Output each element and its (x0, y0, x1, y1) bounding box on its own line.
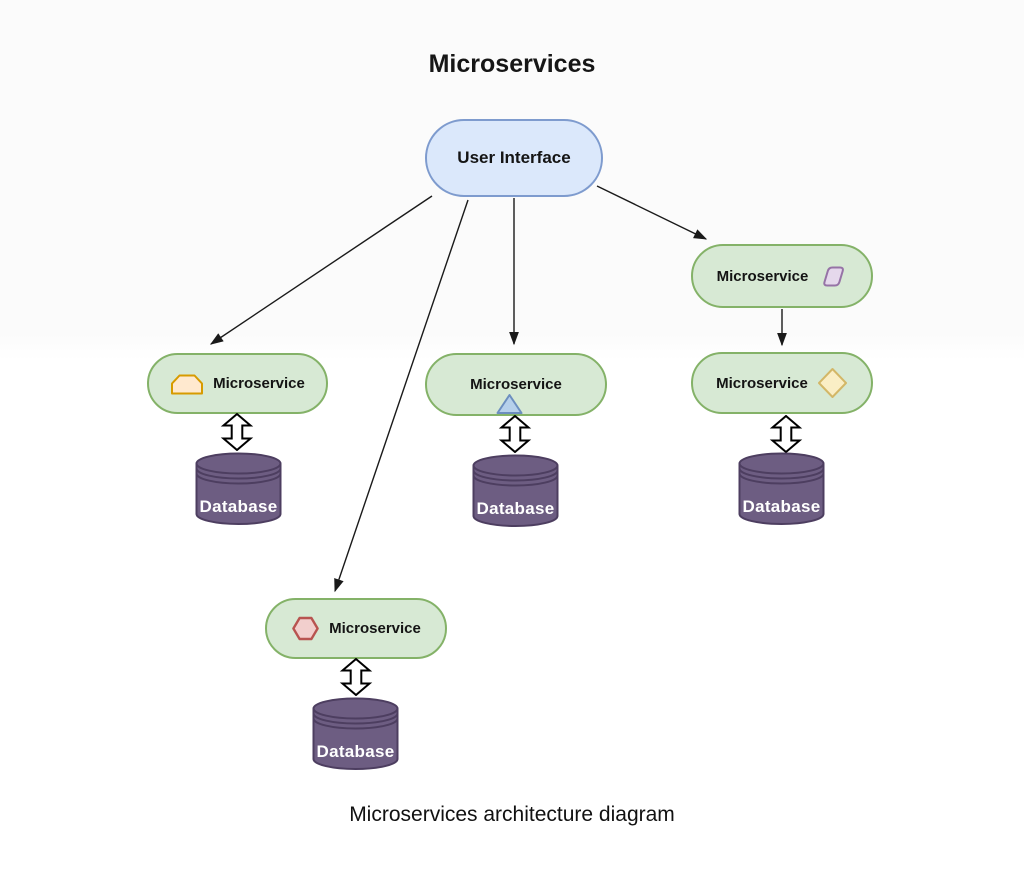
microservice-node-center: Microservice (425, 353, 607, 416)
microservice-node-right-top: Microservice (691, 244, 873, 308)
microservice-node-right-bottom: Microservice (691, 352, 873, 414)
diagram-caption: Microservices architecture diagram (349, 803, 675, 826)
user-interface-label: User Interface (457, 148, 571, 167)
microservice-label: Microservice (716, 374, 808, 392)
microservice-label: Microservice (716, 267, 809, 285)
microservice-node-left: Microservice (147, 353, 328, 414)
database-cylinder-icon (195, 452, 282, 525)
parallelogram-icon (817, 265, 847, 288)
microservice-label: Microservice (213, 375, 305, 392)
card-icon (170, 372, 204, 396)
microservice-label: Microservice (329, 620, 421, 637)
microservice-label: Microservice (470, 376, 562, 393)
database-cylinder-icon (312, 697, 399, 770)
database-node-right: Database (738, 452, 825, 526)
database-label: Database (199, 497, 278, 516)
arrow-ui-to-right-service (596, 185, 708, 240)
database-node-center: Database (472, 454, 559, 528)
hexagon-icon (291, 616, 320, 641)
arrow-ui-to-left-service (209, 195, 433, 345)
double-arrow-right (769, 415, 803, 453)
double-arrow-left (220, 413, 254, 451)
user-interface-node: User Interface (425, 119, 603, 197)
database-label: Database (742, 497, 821, 516)
page-title: Microservices (428, 50, 596, 78)
database-cylinder-icon (738, 452, 825, 525)
database-node-left: Database (195, 452, 282, 526)
triangle-icon (496, 393, 523, 415)
double-arrow-center (498, 415, 532, 453)
microservice-node-bottom: Microservice (265, 598, 447, 659)
diamond-icon (817, 367, 848, 399)
database-cylinder-icon (472, 454, 559, 527)
database-label: Database (476, 499, 555, 518)
database-label: Database (316, 742, 395, 761)
double-arrow-bottom (339, 658, 373, 696)
database-node-bottom: Database (312, 697, 399, 771)
